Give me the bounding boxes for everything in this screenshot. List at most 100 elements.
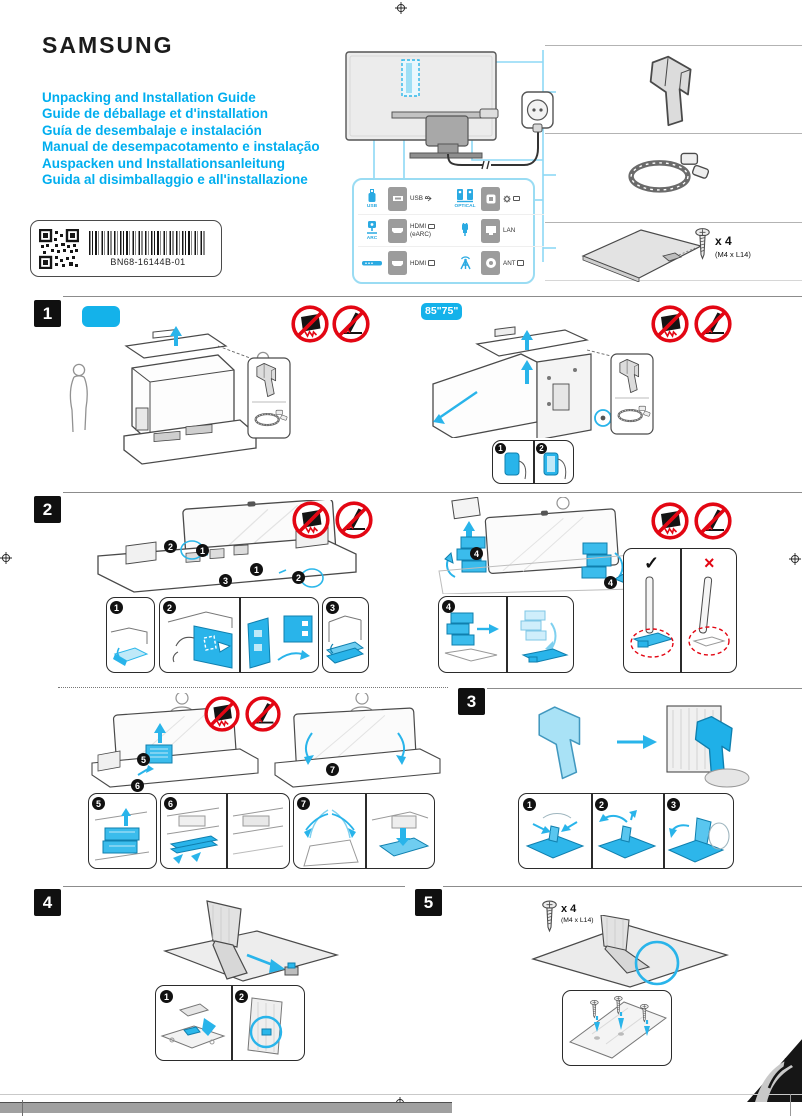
no-impact-icon bbox=[204, 696, 240, 732]
divider bbox=[545, 45, 802, 46]
step-circle: 2 bbox=[595, 798, 608, 811]
scene-unwrap-bag bbox=[274, 693, 441, 788]
divider bbox=[680, 549, 682, 672]
step-circle: 2 bbox=[235, 990, 248, 1003]
section1-rule bbox=[63, 296, 802, 297]
part-number: BN68-16144B-01 bbox=[110, 256, 186, 267]
section2-rule bbox=[63, 492, 802, 493]
step-circle: 1 bbox=[523, 798, 536, 811]
tv-screen bbox=[484, 508, 620, 575]
soundbar-device-icon bbox=[359, 259, 385, 267]
port-row-ant: ANT bbox=[451, 247, 544, 279]
step-circle: 1 bbox=[495, 443, 506, 454]
arc-device-icon: ARC bbox=[359, 220, 385, 241]
title-en: Unpacking and Installation Guide bbox=[42, 90, 256, 105]
divider bbox=[365, 794, 367, 868]
divider bbox=[545, 280, 802, 281]
step-circle: 4 bbox=[604, 576, 617, 589]
remove-protector-illus bbox=[166, 807, 220, 864]
step-circle: 5 bbox=[92, 797, 105, 810]
latch-illus bbox=[160, 1003, 226, 1049]
illustration-slide-box bbox=[432, 326, 654, 438]
screw-quantity: x 4 bbox=[715, 234, 732, 248]
stand-base bbox=[409, 152, 483, 159]
no-impact-icon bbox=[651, 305, 689, 343]
title-fr: Guide de déballage et d'installation bbox=[42, 106, 268, 122]
joint-highlight bbox=[634, 940, 680, 986]
remove-accessory-illus bbox=[247, 615, 313, 669]
page-turn-icon bbox=[747, 1039, 802, 1102]
section4-badge: 4 bbox=[34, 889, 61, 916]
section3-badge: 3 bbox=[458, 688, 485, 715]
crop-mark bbox=[790, 1094, 791, 1116]
step-circle: 4 bbox=[470, 547, 483, 560]
qr-code bbox=[39, 228, 79, 269]
screw-spec: (M4 x L14) bbox=[715, 250, 751, 259]
divider bbox=[231, 986, 233, 1060]
step-circle: 3 bbox=[667, 798, 680, 811]
no-impact-icon bbox=[651, 502, 689, 540]
ant-port-label: ANT bbox=[503, 259, 516, 267]
divider bbox=[545, 222, 802, 223]
port-row-usb: USB USB bbox=[358, 183, 451, 215]
no-lean-icon bbox=[694, 305, 732, 343]
illustration-attach-neck bbox=[162, 900, 340, 982]
step-circle: 1 bbox=[250, 563, 263, 576]
step5-panel: 5 bbox=[88, 793, 157, 869]
section4-rule bbox=[63, 886, 405, 887]
top-handle bbox=[475, 326, 589, 357]
lan-port-icon bbox=[481, 218, 500, 243]
cable-tie-part bbox=[627, 148, 711, 194]
stand-neck-part bbox=[645, 54, 693, 128]
usb-device-label: USB bbox=[366, 204, 378, 209]
crop-mark bbox=[22, 1100, 23, 1116]
step-circle: 7 bbox=[297, 797, 310, 810]
lock-check-illus bbox=[247, 997, 283, 1055]
step1-panel: 1 bbox=[106, 597, 155, 673]
port-row-hdmi: HDMI bbox=[358, 247, 451, 279]
usb-port-icon bbox=[388, 186, 407, 211]
correct-wrong-panel: ✓ × bbox=[623, 548, 737, 673]
antenna-icon bbox=[452, 255, 478, 271]
accessory-parts-list: x 4 (M4 x L14) bbox=[545, 22, 802, 284]
cloth-under-illus bbox=[371, 811, 430, 857]
hdmi-port-icon bbox=[388, 251, 407, 275]
wrong-illus bbox=[688, 576, 730, 656]
arc-device-label: ARC bbox=[366, 236, 378, 241]
stand-mount bbox=[425, 115, 469, 147]
clip-steps-panel: 1 2 bbox=[492, 440, 574, 484]
no-lean-icon bbox=[694, 502, 732, 540]
power-cord bbox=[447, 130, 539, 166]
size-badge-blank bbox=[82, 306, 120, 327]
illustration-remove-styrofoam bbox=[438, 497, 635, 594]
step-circle: 6 bbox=[131, 779, 144, 792]
hdmi-earc-port-icon bbox=[388, 218, 407, 243]
divider bbox=[545, 133, 802, 134]
screw-icon bbox=[695, 228, 710, 259]
title-pt: Manual de desempacotamento e instalação bbox=[42, 139, 320, 155]
usb-device-icon: USB bbox=[359, 188, 385, 209]
port-row-hdmi-earc: ARC HDMI (eARC) bbox=[358, 215, 451, 247]
gear-icon bbox=[503, 195, 511, 202]
box-body bbox=[131, 354, 235, 443]
step-circle: 2 bbox=[536, 443, 547, 454]
samsung-logo: SAMSUNG bbox=[42, 32, 174, 58]
dotted-divider bbox=[58, 687, 448, 688]
open-bag-illus bbox=[303, 809, 359, 867]
rear-panel bbox=[536, 353, 592, 438]
stand-base-part bbox=[581, 229, 703, 282]
stand-neck-big bbox=[206, 900, 248, 980]
step-circle: 3 bbox=[219, 574, 232, 587]
check-mark: ✓ bbox=[644, 553, 660, 573]
usb-symbol-icon bbox=[425, 195, 433, 202]
callout-card bbox=[610, 353, 654, 435]
title-it: Guida al disimballaggio e all'installazi… bbox=[42, 172, 308, 188]
optical-device-label: OPTICAL bbox=[454, 204, 476, 209]
tv-out-icon bbox=[427, 223, 435, 229]
empty-slot-illus bbox=[232, 807, 284, 855]
step-circle: 5 bbox=[137, 753, 150, 766]
box-tray bbox=[123, 419, 257, 465]
lift-styro-illus bbox=[94, 808, 150, 861]
registration-mark-left bbox=[0, 552, 12, 564]
section5-badge: 5 bbox=[415, 889, 442, 916]
